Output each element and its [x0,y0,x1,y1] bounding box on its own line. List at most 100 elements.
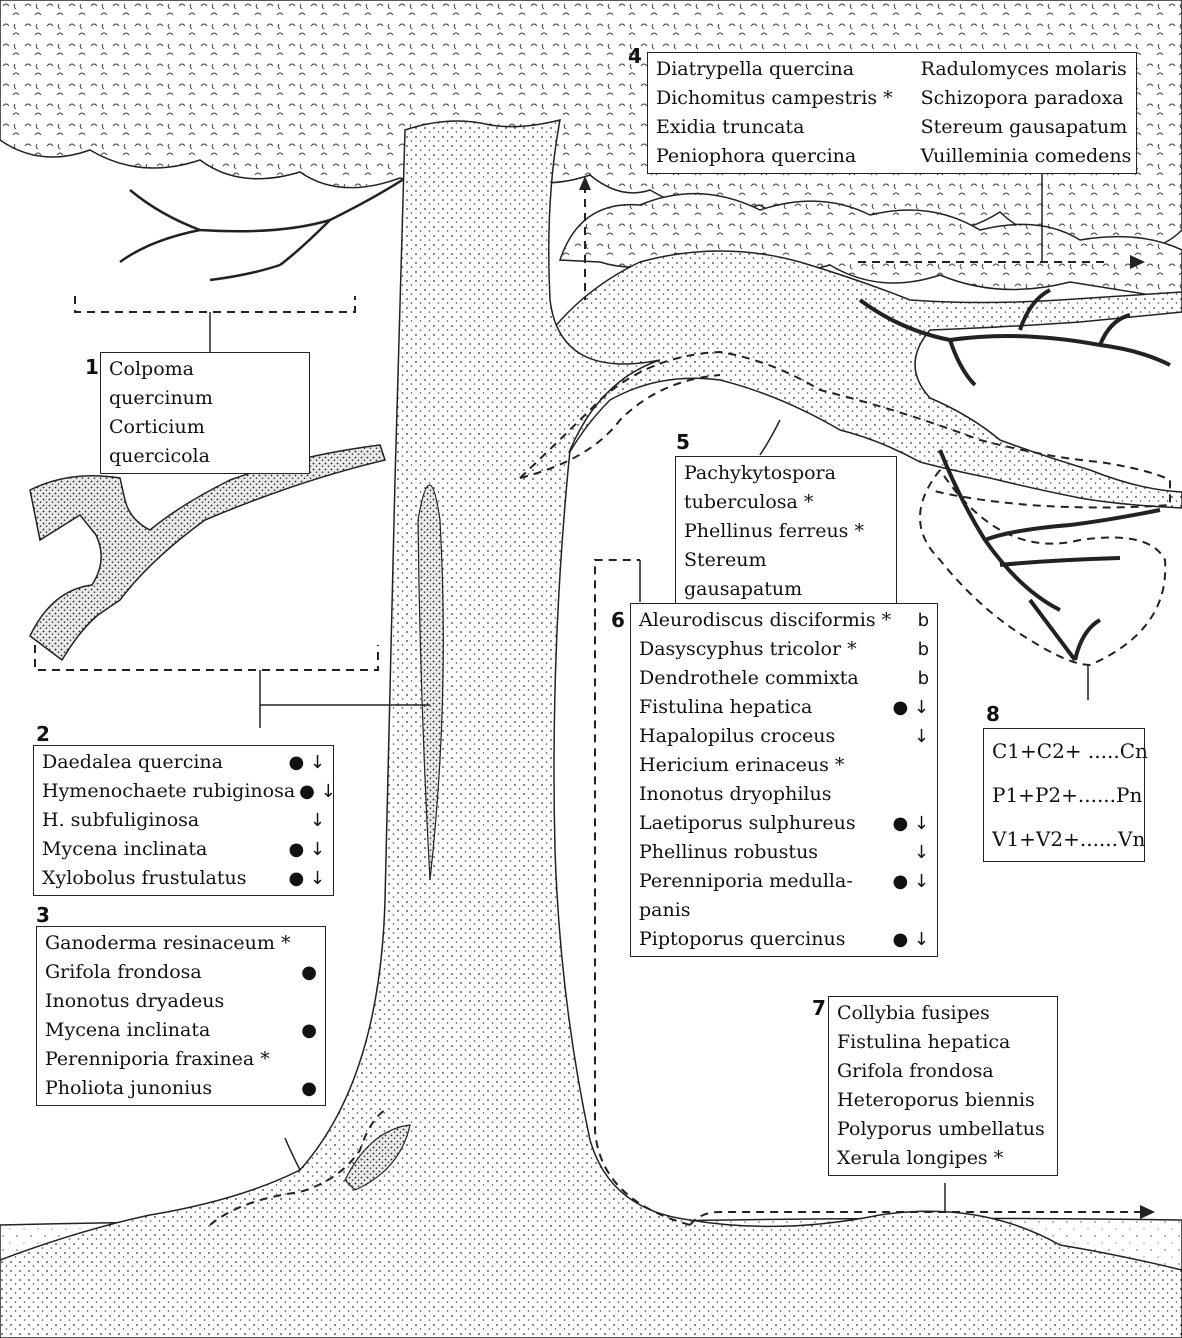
species-name: Inonotus dryophilus [639,780,831,809]
species-name: Radulomyces molaris [921,55,1132,84]
substrate-mark: ● ↓ [284,864,325,893]
box1-item: Corticium quercicola [109,413,301,471]
box6-row: Piptoporus quercinus ● ↓ [639,925,929,954]
box-8: C1+C2+ .....Cn P1+P2+......Pn V1+V2+....… [983,728,1145,862]
box-1: Colpoma quercinum Corticium quercicola [100,352,310,474]
species-name: Dasyscyphus tricolor * [639,635,857,664]
species-name: Schizopora paradoxa [921,84,1132,113]
substrate-mark: ● ↓ [888,809,929,838]
species-name: Dichomitus campestris * [656,84,893,113]
substrate-mark: ● ↓ [888,693,929,722]
label-5: 5 [676,430,690,454]
species-name: tuberculosa * [684,488,888,517]
substrate-mark: ● ↓ [284,748,325,777]
species-name: Aleurodiscus disciformis * [639,606,891,635]
species-name: Fistulina hepatica [639,693,812,722]
box3-row: Inonotus dryadeus [45,987,317,1016]
box6-row: Inonotus dryophilus [639,780,929,809]
box-5: Pachykytospora tuberculosa * Phellinus f… [675,456,897,607]
species-name: Mycena inclinata [45,1016,210,1045]
box2-row: Xylobolus frustulatus ● ↓ [42,864,325,893]
species-name: Fistulina hepatica [837,1028,1049,1057]
label-3: 3 [36,903,50,927]
box6-row: Phellinus robustus↓ [639,838,929,867]
box6-row: panis [639,896,929,925]
species-name: H. subfuliginosa [42,806,199,835]
species-name: Peniophora quercina [656,142,893,171]
species-name: Hymenochaete rubiginosa [42,777,295,806]
species-name: Diatrypella quercina [656,55,893,84]
substrate-mark: ● ↓ [295,777,336,806]
species-name: Pholiota junonius [45,1074,212,1103]
box2-row: Mycena inclinata● ↓ [42,835,325,864]
substrate-mark: ↓ [910,838,929,867]
species-name: Pachykytospora [684,459,888,488]
species-name: Grifola frondosa [45,958,202,987]
label-1: 1 [85,355,99,379]
box6-row: Perenniporia medulla- ● ↓ [639,867,929,896]
box-6: Aleurodiscus disciformis * b Dasyscyphus … [630,603,938,957]
formula-p: P1+P2+......Pn [992,773,1136,817]
species-name: Grifola frondosa [837,1057,1049,1086]
box6-row: Dendrothele commixta b [639,664,929,693]
species-name: Hericium erinaceus * [639,751,844,780]
species-name: Dendrothele commixta [639,664,859,693]
arrow-right-lower [1140,1205,1155,1219]
label-8: 8 [986,702,1000,726]
dead-branch [30,445,385,660]
box6-row: Fistulina hepatica ● ↓ [639,693,929,722]
box3-row: Ganoderma resinaceum * [45,929,317,958]
box6-row: Aleurodiscus disciformis * b [639,606,929,635]
box1-item: Colpoma quercinum [109,355,301,413]
substrate-mark: b [914,664,929,693]
species-name: Piptoporus quercinus [639,925,845,954]
substrate-mark: b [914,606,929,635]
box-7: Collybia fusipes Fistulina hepatica Grif… [828,996,1058,1176]
label-6: 6 [611,608,625,632]
species-name: Heteroporus biennis [837,1086,1049,1115]
species-name: Perenniporia medulla- [639,867,853,896]
species-name: Collybia fusipes [837,999,1049,1028]
species-name: Inonotus dryadeus [45,987,224,1016]
species-name: Daedalea quercina [42,748,223,777]
box2-row: H. subfuliginosa ↓ [42,806,325,835]
box6-row: Hericium erinaceus * [639,751,929,780]
box4-left-column: Diatrypella quercina Dichomitus campestr… [656,55,893,171]
box6-row: Laetiporus sulphureus● ↓ [639,809,929,838]
species-name: Hapalopilus croceus [639,722,835,751]
box6-row: Hapalopilus croceus ↓ [639,722,929,751]
species-name: Mycena inclinata [42,835,207,864]
species-name: Stereum gausapatum [921,113,1132,142]
box-3: Ganoderma resinaceum * Grifola frondosa ●… [36,926,326,1106]
box3-row: Grifola frondosa ● [45,958,317,987]
box-4: Diatrypella quercina Dichomitus campestr… [647,52,1137,174]
substrate-mark: b [914,635,929,664]
species-name: panis [639,896,691,925]
species-name: Phellinus ferreus * [684,517,888,546]
substrate-mark: ↓ [306,806,325,835]
box6-row: Dasyscyphus tricolor * b [639,635,929,664]
substrate-mark: ● ↓ [888,867,929,896]
substrate-mark: ● [297,1016,317,1045]
species-name: Ganoderma resinaceum * [45,929,290,958]
species-name: Vuilleminia comedens [921,142,1132,171]
formula-c: C1+C2+ .....Cn [992,729,1136,773]
box3-row: Mycena inclinata ● [45,1016,317,1045]
formula-v: V1+V2+......Vn [992,817,1136,861]
species-name: Xerula longipes * [837,1144,1049,1173]
box-2: Daedalea quercina ● ↓ Hymenochaete rubigi… [33,745,334,896]
substrate-mark: ● ↓ [888,925,929,954]
species-name: Perenniporia fraxinea * [45,1045,270,1074]
species-name: Polyporus umbellatus [837,1115,1049,1144]
species-name: Exidia truncata [656,113,893,142]
species-name: Xylobolus frustulatus [42,864,246,893]
species-name: Stereum gausapatum [684,546,888,604]
box4-right-column: Radulomyces molaris Schizopora paradoxa … [921,55,1132,171]
label-7: 7 [812,996,826,1020]
substrate-mark: ● [297,958,317,987]
substrate-mark: ● [297,1074,317,1103]
box3-row: Pholiota junonius ● [45,1074,317,1103]
box2-row: Hymenochaete rubiginosa● ↓ [42,777,325,806]
substrate-mark: ↓ [910,722,929,751]
box3-row: Perenniporia fraxinea * [45,1045,317,1074]
